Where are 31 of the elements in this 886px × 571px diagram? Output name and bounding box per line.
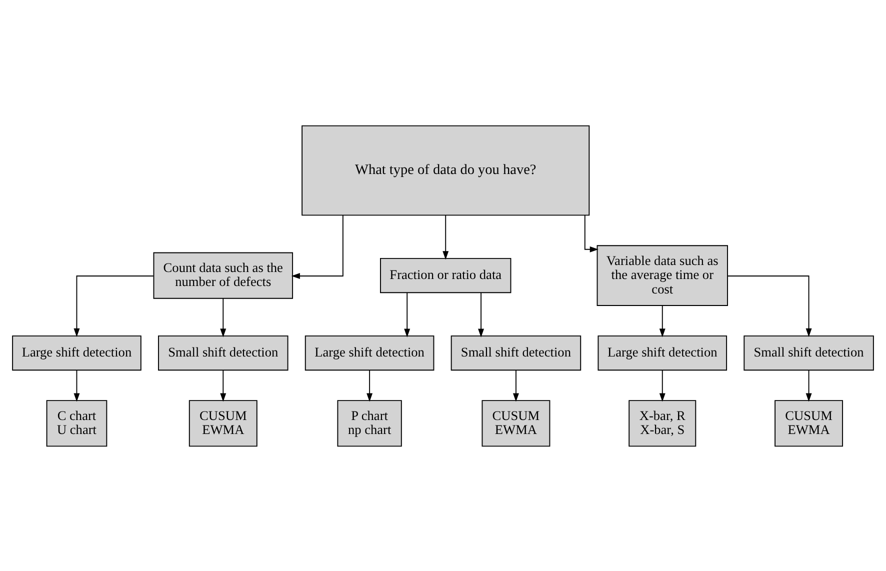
arrow xyxy=(404,292,410,337)
node-box: Small shift detection xyxy=(158,334,288,370)
arrow xyxy=(659,304,666,337)
node-box: P chart np chart xyxy=(337,400,402,446)
node-box: Fraction or ratio data xyxy=(380,257,512,293)
arrow xyxy=(220,297,226,337)
node-box: What type of data do you have? xyxy=(302,124,590,216)
arrow xyxy=(74,275,154,336)
node-box: C chart U chart xyxy=(46,400,108,446)
arrow xyxy=(74,369,80,402)
node-box: CUSUM EWMA xyxy=(188,400,258,446)
node-box: Large shift detection xyxy=(304,334,434,370)
arrow xyxy=(291,214,344,279)
node-box: X-bar, R X-bar, S xyxy=(628,400,696,446)
node-box: Large shift detection xyxy=(598,334,728,370)
node-box: Small shift detection xyxy=(450,334,582,370)
arrow xyxy=(442,214,449,260)
arrow xyxy=(659,369,666,402)
node-box: Large shift detection xyxy=(12,334,142,370)
node-box: CUSUM EWMA xyxy=(482,400,550,446)
arrow xyxy=(727,275,812,336)
arrow xyxy=(366,369,373,402)
arrow xyxy=(220,369,226,402)
node-box: Small shift detection xyxy=(744,334,874,370)
node-box: Variable data such as the average time or cost xyxy=(596,244,728,306)
arrow xyxy=(512,369,519,402)
node-box: Count data such as the number of defects xyxy=(153,252,294,298)
node-box: CUSUM EWMA xyxy=(774,400,844,446)
arrow xyxy=(478,292,484,337)
arrow xyxy=(584,214,598,252)
arrow xyxy=(806,369,812,402)
